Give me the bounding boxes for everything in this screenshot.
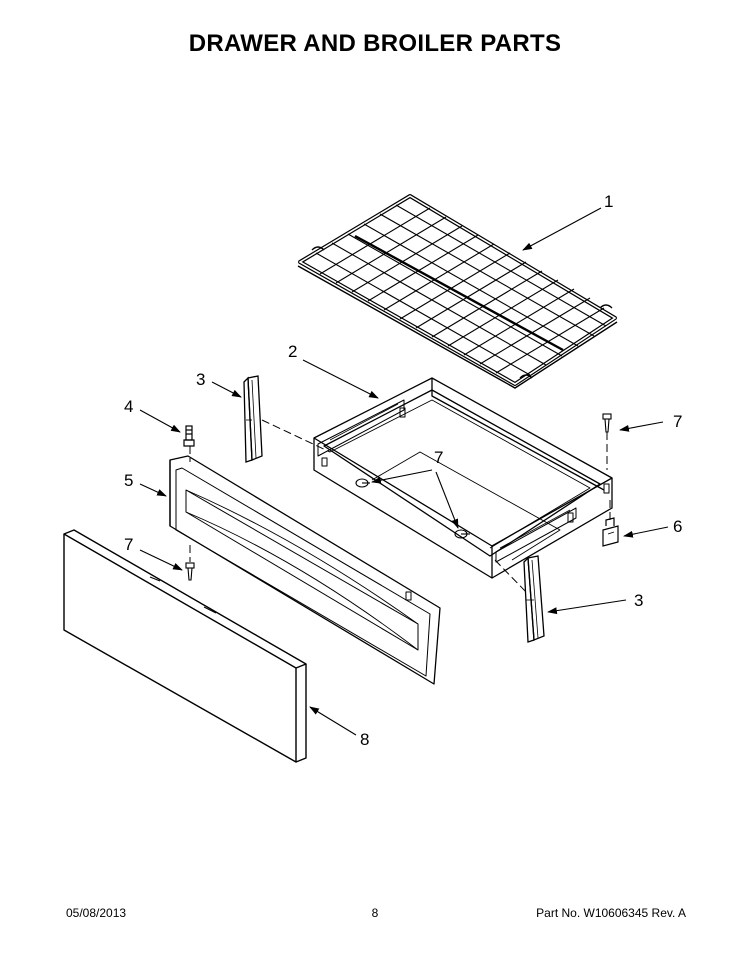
drawer-slide-left	[243, 375, 263, 463]
callout-7-center: 7	[434, 448, 443, 467]
bracket	[602, 517, 619, 547]
drawer-panel	[63, 529, 307, 763]
callout-1: 1	[604, 192, 613, 211]
leader-arrows	[139, 207, 669, 736]
screw-center-lower	[454, 529, 470, 539]
screw-left	[185, 562, 195, 581]
callout-5: 5	[124, 471, 133, 490]
footer-part-number: Part No. W10606345 Rev. A	[536, 906, 686, 920]
callout-4: 4	[124, 397, 133, 416]
drawer-slide-right	[523, 555, 545, 643]
callout-6: 6	[673, 517, 682, 536]
alignment-lines	[189, 419, 611, 595]
callout-7-top-right: 7	[673, 412, 682, 431]
screw-center-upper	[355, 478, 370, 488]
drawer-front	[169, 455, 441, 685]
footer-page-number: 8	[371, 906, 379, 920]
screw-top-right	[602, 413, 612, 433]
callout-3-right: 3	[634, 591, 643, 610]
stud	[183, 425, 195, 447]
callout-8: 8	[360, 730, 369, 749]
broiler-rack	[297, 194, 618, 389]
callout-3-left: 3	[196, 370, 205, 389]
callout-2: 2	[288, 342, 297, 361]
callout-7-left: 7	[124, 535, 133, 554]
page-title: DRAWER AND BROILER PARTS	[188, 30, 562, 57]
drawer-body	[313, 377, 613, 579]
footer-date: 05/08/2013	[66, 906, 127, 920]
